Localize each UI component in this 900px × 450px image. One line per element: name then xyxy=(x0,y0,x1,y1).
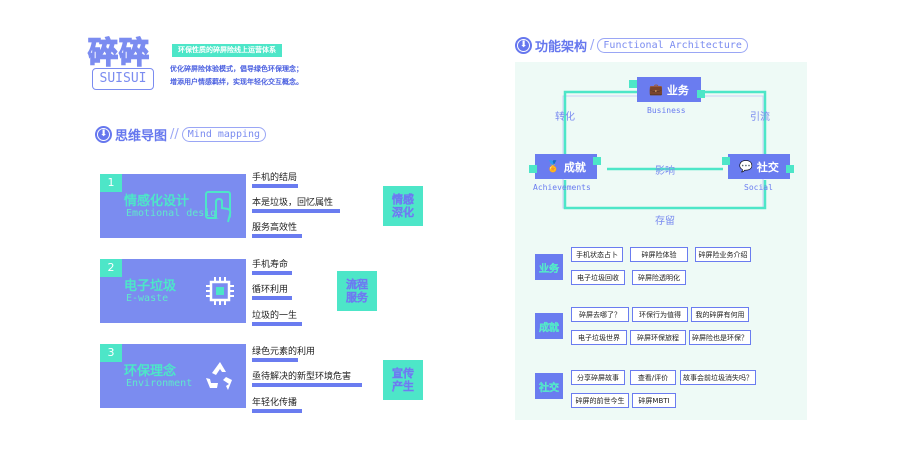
recycle-icon xyxy=(206,362,232,390)
node-achievements: 🏅 成就 xyxy=(535,154,597,179)
group-label-social: 社交 xyxy=(535,373,563,399)
feature-chip[interactable]: 分享碎屏故事 xyxy=(571,370,625,385)
feature-chip[interactable]: 碎屏去哪了？ xyxy=(571,307,629,322)
mind-item-bar xyxy=(252,209,340,213)
chip-icon xyxy=(206,277,234,305)
subline-2: 增添用户情感羁绊，实现年轻化交互概念。 xyxy=(170,78,303,86)
mind-item: 垃圾的一生 xyxy=(252,311,298,321)
mind-item: 循环利用 xyxy=(252,285,289,295)
mind-item: 手机的结局 xyxy=(252,173,298,183)
node-business-en: Business xyxy=(647,106,686,115)
mind-item-bar xyxy=(252,271,292,275)
group-title: 环保理念 xyxy=(124,364,177,379)
arch-title: 功能架构 xyxy=(535,40,588,55)
group-subtitle: E-waste xyxy=(126,293,169,304)
node-port xyxy=(722,157,730,165)
arch-panel xyxy=(515,62,807,420)
feature-chip[interactable]: 查看/评价 xyxy=(630,370,676,385)
node-achievements-en: Achievements xyxy=(533,183,591,192)
mind-item: 年轻化传播 xyxy=(252,398,298,408)
node-business: 💼 业务 xyxy=(637,77,701,102)
mind-item-bar xyxy=(252,234,302,238)
group-subtitle: Emotional design xyxy=(126,208,223,219)
node-port xyxy=(529,165,537,173)
feature-chip[interactable]: 环保行为值得 xyxy=(632,307,688,322)
mind-item-bar xyxy=(252,184,298,188)
logo-english: SUISUI xyxy=(92,68,154,90)
feature-chip[interactable]: 碎屏MBTI xyxy=(632,393,676,408)
hand-touch-icon xyxy=(205,191,232,223)
mind-group-1: 1 情感化设计 Emotional design xyxy=(100,174,246,238)
group-title: 电子垃圾 xyxy=(124,279,177,294)
download-circle-icon: ⬇ xyxy=(515,37,532,54)
edge-label-attract: 引流 xyxy=(750,112,770,123)
edge-label-retain: 存留 xyxy=(655,216,675,227)
node-social-en: Social xyxy=(744,183,773,192)
node-port xyxy=(593,157,601,165)
arch-header: ⬇ 功能架构 / Functional Architecture xyxy=(515,36,748,55)
node-social: 💬 社交 xyxy=(728,154,790,179)
node-port xyxy=(786,165,794,173)
mind-group-3: 3 环保理念 Environment xyxy=(100,344,246,408)
feature-chip[interactable]: 碎屏险业务介绍 xyxy=(695,247,751,262)
feature-chip[interactable]: 手机状态占卜 xyxy=(571,247,623,262)
chat-icon: 💬 xyxy=(739,160,753,173)
arch-connectors xyxy=(562,90,767,210)
feature-chip[interactable]: 碎屏的前世今生 xyxy=(571,393,629,408)
mind-item-bar xyxy=(252,383,362,387)
arch-slash: / xyxy=(590,38,595,53)
download-circle-icon: ⬇ xyxy=(95,126,112,143)
mind-tag: 流程 服务 xyxy=(337,271,377,311)
mind-group-2: 2 电子垃圾 E-waste xyxy=(100,259,246,323)
mind-item: 手机寿命 xyxy=(252,260,289,270)
tagline: 环保性质的碎屏险线上运营体系 xyxy=(172,44,282,57)
mind-item: 本是垃圾，回忆属性 xyxy=(252,198,334,208)
mind-item-bar xyxy=(252,409,302,413)
feature-chip[interactable]: 故事会前垃圾消失吗？ xyxy=(680,370,756,385)
feature-chip[interactable]: 我的碎屏有何用 xyxy=(691,307,749,322)
mind-item-bar xyxy=(252,296,292,300)
group-subtitle: Environment xyxy=(126,378,193,389)
node-label: 业务 xyxy=(666,83,689,97)
arch-subtitle: Functional Architecture xyxy=(597,38,748,53)
node-label: 社交 xyxy=(756,160,779,174)
group-number: 3 xyxy=(100,344,122,362)
medal-icon: 🏅 xyxy=(546,160,560,173)
feature-chip[interactable]: 电子垃圾回收 xyxy=(571,270,625,285)
briefcase-icon: 💼 xyxy=(649,83,663,96)
mind-map-header: ⬇ 思维导图 // Mind mapping xyxy=(95,125,267,144)
node-label: 成就 xyxy=(563,160,586,174)
mind-tag: 宣传 产生 xyxy=(383,360,423,400)
mind-item: 服务高效性 xyxy=(252,223,298,233)
feature-chip[interactable]: 碎屏险透明化 xyxy=(632,270,686,285)
mind-item: 亟待解决的新型环境危害 xyxy=(252,372,352,382)
group-label-business: 业务 xyxy=(535,254,563,280)
group-number: 1 xyxy=(100,174,122,192)
edge-label-convert: 转化 xyxy=(555,112,575,123)
group-label-achievements: 成就 xyxy=(535,313,563,339)
mind-item: 绿色元素的利用 xyxy=(252,347,316,357)
node-port xyxy=(697,90,705,98)
feature-chip[interactable]: 碎屏险也是环保？ xyxy=(689,330,751,345)
mind-item-bar xyxy=(252,358,298,362)
feature-chip[interactable]: 碎屏险体验 xyxy=(630,247,688,262)
node-port xyxy=(629,80,637,88)
logo-chinese: 碎碎 xyxy=(87,36,150,71)
mind-tag: 情感 深化 xyxy=(383,186,423,226)
mind-item-bar xyxy=(252,322,302,326)
feature-chip[interactable]: 电子垃圾世界 xyxy=(571,330,627,345)
mind-map-title: 思维导图 xyxy=(115,129,168,144)
group-title: 情感化设计 xyxy=(124,194,190,209)
mind-map-subtitle: Mind mapping xyxy=(181,127,267,142)
feature-chip[interactable]: 碎屏环保旅程 xyxy=(630,330,686,345)
edge-label-influence: 影响 xyxy=(655,166,675,177)
mind-map-slash: // xyxy=(170,127,179,142)
group-number: 2 xyxy=(100,259,122,277)
subline-1: 优化碎屏险体验模式，倡导绿色环保理念； xyxy=(170,65,303,73)
